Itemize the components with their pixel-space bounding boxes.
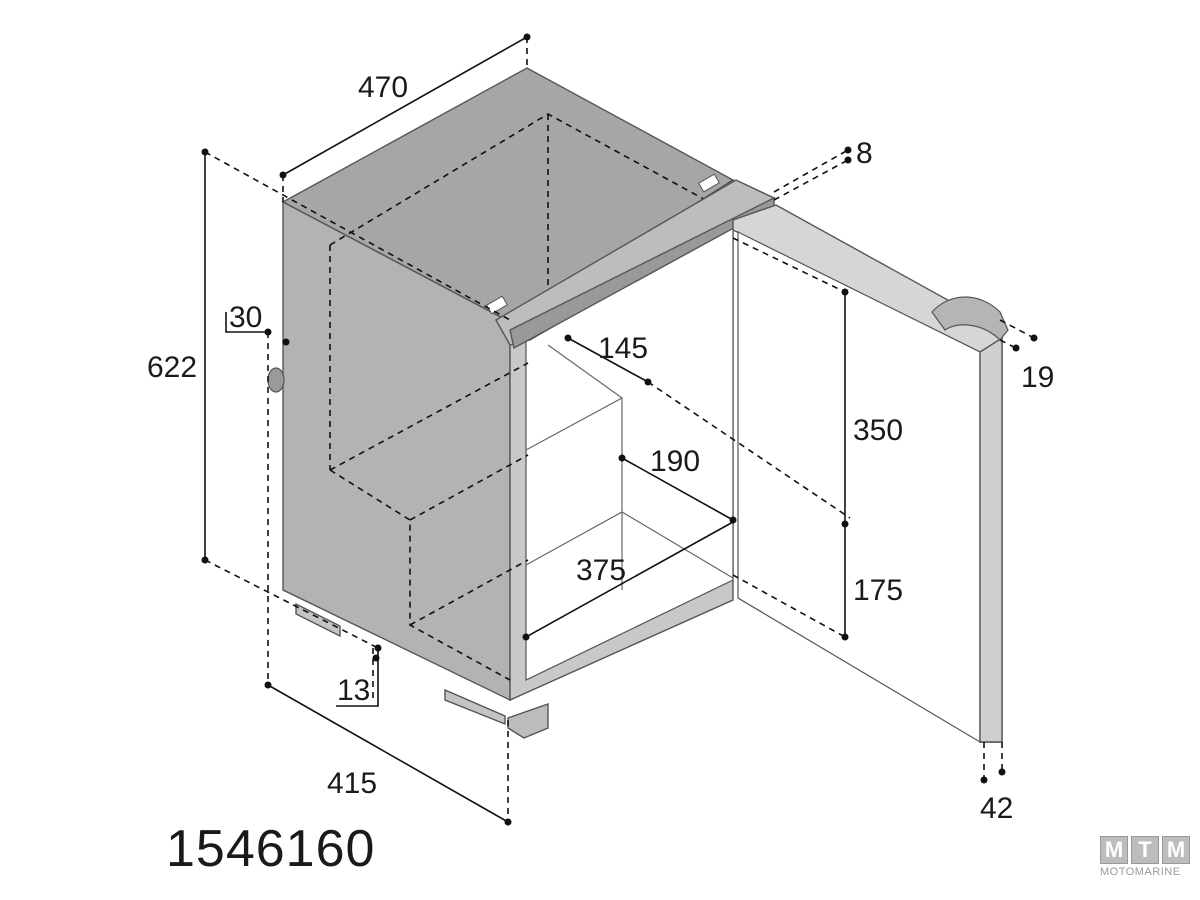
dim-line-shelf-depth xyxy=(621,457,734,521)
dim-label-foot-offset: 13 xyxy=(337,674,370,707)
dim-label-side-offset: 30 xyxy=(229,301,262,334)
inner-floor-edge xyxy=(409,559,529,626)
side-knob xyxy=(267,367,285,393)
logo-letter: M xyxy=(1162,836,1190,864)
dim-ext-height-top xyxy=(204,151,511,321)
dim-label-top-depth: 470 xyxy=(358,71,408,104)
dim-label-door-thickness: 19 xyxy=(1021,361,1054,394)
inner-step-vertical xyxy=(409,454,529,521)
dim-label-flange-thickness: 8 xyxy=(856,137,873,170)
dim-label-inner-depth-upper: 145 xyxy=(598,332,648,365)
dim-label-height: 622 xyxy=(147,351,197,384)
door-handle xyxy=(931,296,1009,341)
dim-ext-flange xyxy=(773,149,849,193)
dim-dot xyxy=(618,454,626,462)
dim-leader-foot-offset xyxy=(336,648,379,707)
rail-clip-right xyxy=(698,173,720,193)
dim-dot xyxy=(279,171,287,179)
dim-label-upper-height: 350 xyxy=(853,414,903,447)
mounting-bracket-bottom xyxy=(507,703,549,739)
dim-dot xyxy=(998,768,1006,776)
logo-wordmark: MOTOMARINE xyxy=(1100,866,1181,878)
dim-dot xyxy=(282,338,290,346)
cabinet-foot-front xyxy=(444,688,506,726)
dim-ext-flange-2 xyxy=(773,159,849,201)
dim-dot xyxy=(201,556,209,564)
dim-line-base-depth xyxy=(267,684,509,823)
dim-label-door-width: 42 xyxy=(980,792,1013,825)
dim-dot xyxy=(729,516,737,524)
dim-dot xyxy=(564,334,572,342)
logo-letter: T xyxy=(1131,836,1159,864)
dim-dot xyxy=(1030,334,1038,342)
door-edge xyxy=(979,336,1003,743)
interior-back-edge xyxy=(547,344,623,399)
dim-line-inner-depth-upper xyxy=(567,337,649,383)
inner-step-lower xyxy=(329,469,511,681)
dim-label-base-depth: 415 xyxy=(327,767,377,800)
dim-dot xyxy=(372,654,380,662)
rail-clip-left xyxy=(486,295,508,315)
dim-dot xyxy=(841,520,849,528)
inner-step-edges xyxy=(329,362,529,471)
dim-dot xyxy=(980,776,988,784)
dim-dot xyxy=(264,328,272,336)
dim-dot xyxy=(1012,344,1020,352)
dim-label-shelf-depth: 190 xyxy=(650,445,700,478)
dim-dot xyxy=(264,681,272,689)
dim-label-inner-width: 375 xyxy=(576,554,626,587)
dim-ext-inner-depth-upper xyxy=(647,381,851,519)
dim-ext-upper-height xyxy=(732,237,846,293)
model-number: 1546160 xyxy=(166,820,375,878)
dim-dot xyxy=(201,148,209,156)
dim-line-inner-width xyxy=(525,521,734,638)
dim-dot xyxy=(374,644,382,652)
logo-letter: M xyxy=(1100,836,1128,864)
dim-dot xyxy=(841,633,849,641)
dim-dot xyxy=(844,156,852,164)
dim-dot xyxy=(504,818,512,826)
dim-dot xyxy=(844,146,852,154)
dim-dot xyxy=(523,33,531,41)
dim-dot xyxy=(522,633,530,641)
interior-shelf-lower xyxy=(525,511,734,579)
dim-dot xyxy=(841,288,849,296)
dim-line-top-depth xyxy=(282,36,528,176)
dim-label-lower-height: 175 xyxy=(853,574,903,607)
dim-leader-side-offset xyxy=(225,312,268,333)
dim-dot xyxy=(644,378,652,386)
